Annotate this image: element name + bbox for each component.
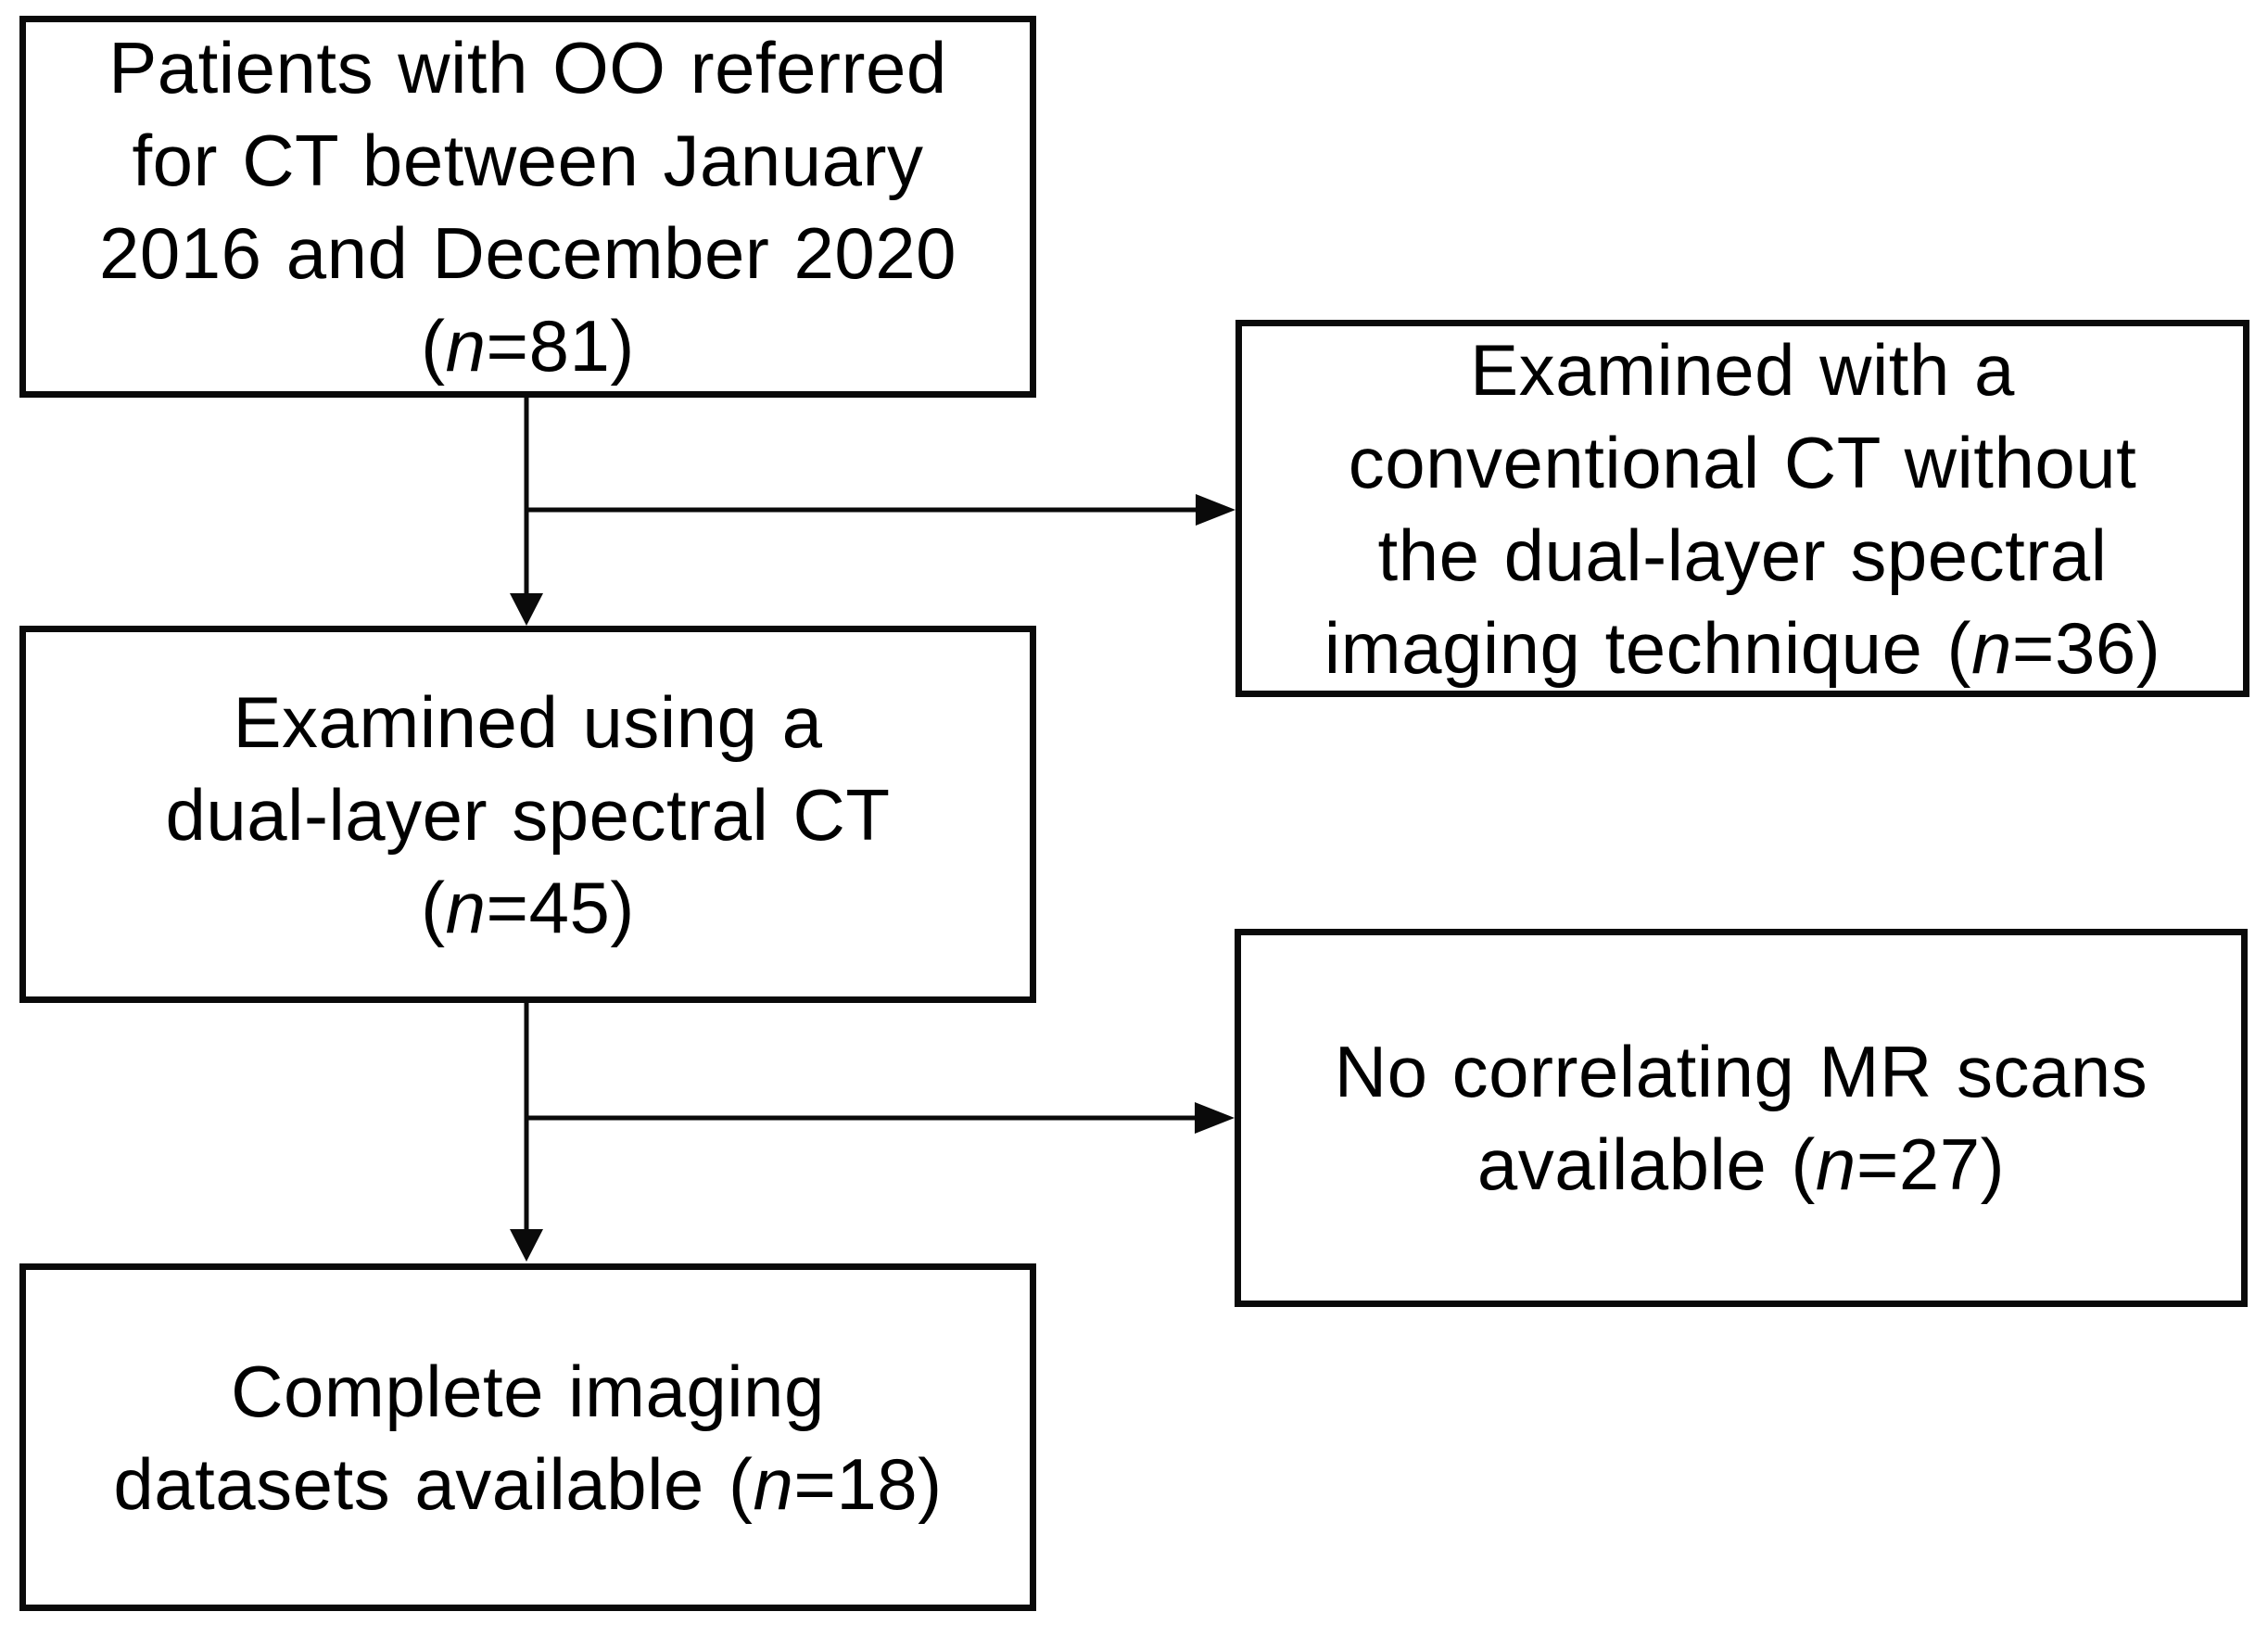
line-segment: imaging technique ( [1324,606,1972,689]
line-segment: ( [421,305,446,387]
italic-n-variable: n [753,1442,794,1525]
text-line: conventional CT without [1349,416,2137,509]
text-line: for CT between January [133,114,924,207]
text-line: dual-layer spectral CT [166,768,891,861]
text-line-n-count: available (n=27) [1477,1118,2005,1211]
text-line: Complete imaging [231,1345,825,1438]
italic-n-variable: n [445,866,487,948]
line-segment: =36) [2011,606,2161,689]
arrow-referred-to-spectral-ct [510,398,543,626]
line-segment: dual-layer spectral CT [165,773,891,856]
line-segment: Examined using a [233,680,823,763]
line-segment: Patients with OO referred [108,27,947,108]
text-line-n-count: (n=81) [421,299,635,392]
box-complete-datasets: Complete imaging datasets available (n=1… [19,1263,1036,1611]
line-segment: datasets available ( [113,1442,754,1525]
line-segment: Examined with a [1470,328,2015,411]
line-segment: =81) [486,305,635,387]
text-line: No correlating MR scans [1335,1025,2148,1118]
text-line-n-count: datasets available (n=18) [113,1438,942,1530]
text-line: Examined with a [1470,324,2015,416]
arrow-referred-to-conventional-ct [526,494,1235,526]
arrow-spectral-to-complete-datasets [510,1003,543,1262]
arrow-spectral-to-no-mr-scans [526,1102,1235,1134]
line-segment: for CT between January [132,120,924,201]
box-no-mr-scans: No correlating MR scans available (n=27) [1235,929,2248,1307]
line-segment: =18) [793,1442,943,1525]
line-segment: No correlating MR scans [1334,1031,2148,1112]
text-line: Patients with OO referred [108,21,947,114]
box-patients-referred: Patients with OO referred for CT between… [19,16,1036,398]
line-segment: available ( [1476,1123,1816,1205]
text-line-n-count: (n=45) [421,861,635,954]
box-conventional-ct: Examined with a conventional CT without … [1235,320,2249,697]
line-segment: =27) [1856,1123,2006,1205]
box-spectral-ct: Examined using a dual-layer spectral CT … [19,626,1036,1003]
text-line: Examined using a [233,676,822,768]
line-segment: 2016 and December 2020 [99,212,957,294]
line-segment: =45) [486,866,635,948]
italic-n-variable: n [1971,606,2012,689]
text-line: 2016 and December 2020 [99,207,957,299]
line-segment: Complete imaging [231,1350,825,1432]
line-segment: conventional CT without [1348,421,2137,503]
line-segment: ( [421,866,446,948]
italic-n-variable: n [1815,1123,1856,1205]
italic-n-variable: n [445,305,487,387]
line-segment: the dual-layer spectral [1377,514,2108,596]
text-line-n-count: imaging technique (n=36) [1324,602,2160,694]
text-line: the dual-layer spectral [1378,509,2108,602]
